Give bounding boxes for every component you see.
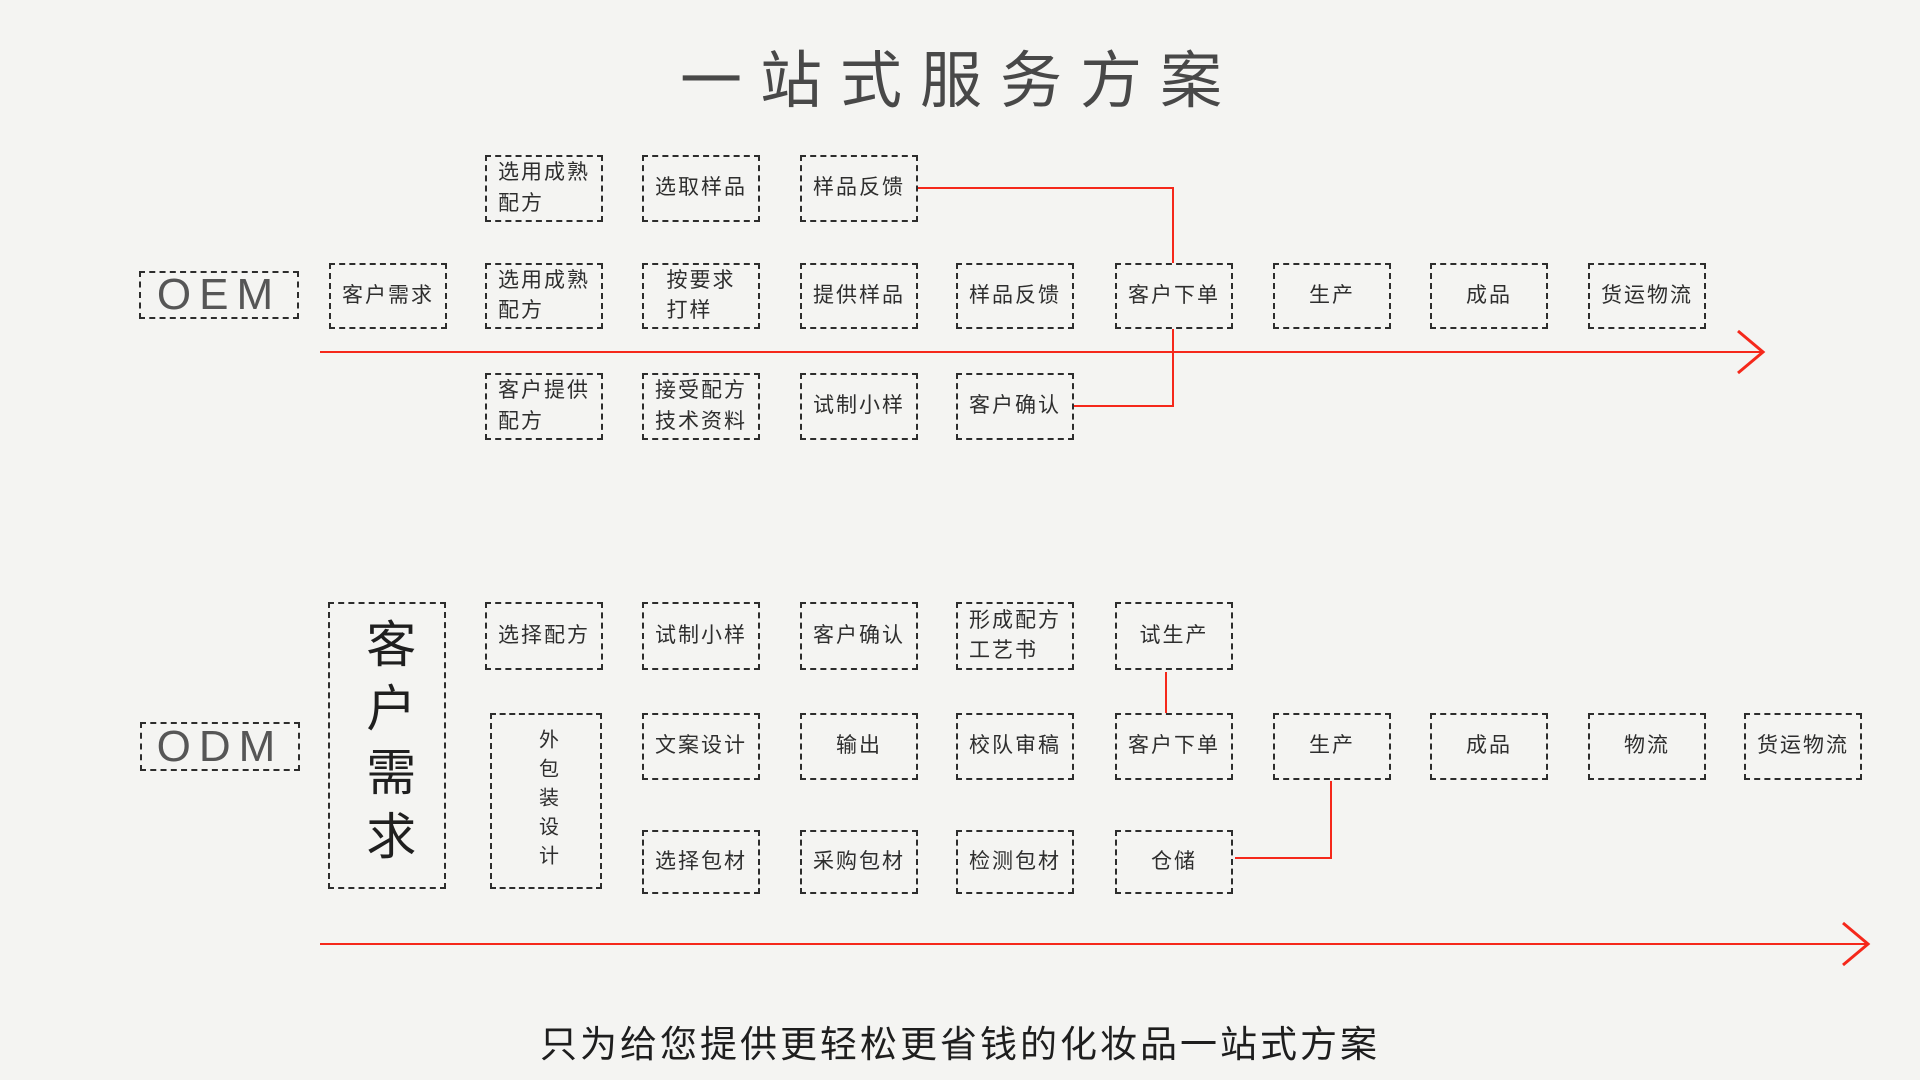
oem-step-customer-order: 客户下单 [1115, 263, 1233, 329]
odm-step-choose-formula: 选择配方 [485, 602, 603, 670]
oem-flow-arrow-line [320, 351, 1763, 353]
oem-step-sample-feedback: 样品反馈 [956, 263, 1074, 329]
oem-step-sample-per-requirements: 按要求 打样 [642, 263, 760, 329]
odm-step-freight-logistics: 货运物流 [1744, 713, 1862, 780]
odm-step-output: 输出 [800, 713, 918, 780]
bottom-caption: 只为给您提供更轻松更省钱的化妆品一站式方案 [540, 1024, 1380, 1065]
odm-step-form-formula-process-book: 形成配方 工艺书 [956, 602, 1074, 670]
odm-step-proofreading: 校队审稿 [956, 713, 1074, 780]
odm-step-customer-needs: 客户需求 [328, 602, 446, 889]
oem-step-customer-needs: 客户需求 [329, 263, 447, 329]
oem-step-trial-sample: 试制小样 [800, 373, 918, 440]
odm-step-choose-packaging: 选择包材 [642, 830, 760, 894]
oem-step-provide-sample: 提供样品 [800, 263, 918, 329]
oem-connector-feedback-to-order-h [918, 187, 1174, 189]
odm-label: ODM [140, 722, 300, 771]
odm-step-production: 生产 [1273, 713, 1391, 780]
odm-connector-warehouse-to-production-h [1235, 857, 1332, 859]
oem-step-choose-mature-formula-top: 选用成熟 配方 [485, 155, 603, 222]
oem-flow-arrowhead-icon [1737, 329, 1766, 375]
oem-step-customer-confirm: 客户确认 [956, 373, 1074, 440]
page-title: 一站式服务方案 [679, 47, 1240, 116]
odm-flow-arrow-line [320, 943, 1868, 945]
odm-step-inspect-packaging: 检测包材 [956, 830, 1074, 894]
odm-step-trial-sample: 试制小样 [642, 602, 760, 670]
odm-step-customer-order: 客户下单 [1115, 713, 1233, 780]
odm-step-copywriting-design: 文案设计 [642, 713, 760, 780]
odm-flow-arrowhead-icon [1842, 921, 1871, 967]
oem-step-sample-feedback-top: 样品反馈 [800, 155, 918, 222]
odm-step-trial-production: 试生产 [1115, 602, 1233, 670]
odm-step-logistics: 物流 [1588, 713, 1706, 780]
oem-step-finished-product: 成品 [1430, 263, 1548, 329]
odm-step-packaging-design: 外包装设计 [490, 713, 602, 889]
odm-step-purchase-packaging: 采购包材 [800, 830, 918, 894]
oem-step-pick-sample: 选取样品 [642, 155, 760, 222]
oem-connector-feedback-to-order-v [1172, 187, 1174, 263]
oem-step-customer-provides-formula: 客户提供 配方 [485, 373, 603, 440]
odm-step-customer-confirm: 客户确认 [800, 602, 918, 670]
oem-step-freight-logistics: 货运物流 [1588, 263, 1706, 329]
oem-connector-confirm-to-order-h [1074, 405, 1174, 407]
odm-step-finished-product: 成品 [1430, 713, 1548, 780]
oem-connector-confirm-to-order-v [1172, 329, 1174, 407]
oem-step-choose-mature-formula: 选用成熟 配方 [485, 263, 603, 329]
odm-connector-trialproduction-to-order-v [1165, 672, 1167, 713]
oem-label: OEM [139, 270, 299, 319]
odm-step-warehousing: 仓储 [1115, 830, 1233, 894]
odm-connector-warehouse-to-production-v [1330, 781, 1332, 859]
oem-step-production: 生产 [1273, 263, 1391, 329]
oem-step-receive-formula-docs: 接受配方 技术资料 [642, 373, 760, 440]
